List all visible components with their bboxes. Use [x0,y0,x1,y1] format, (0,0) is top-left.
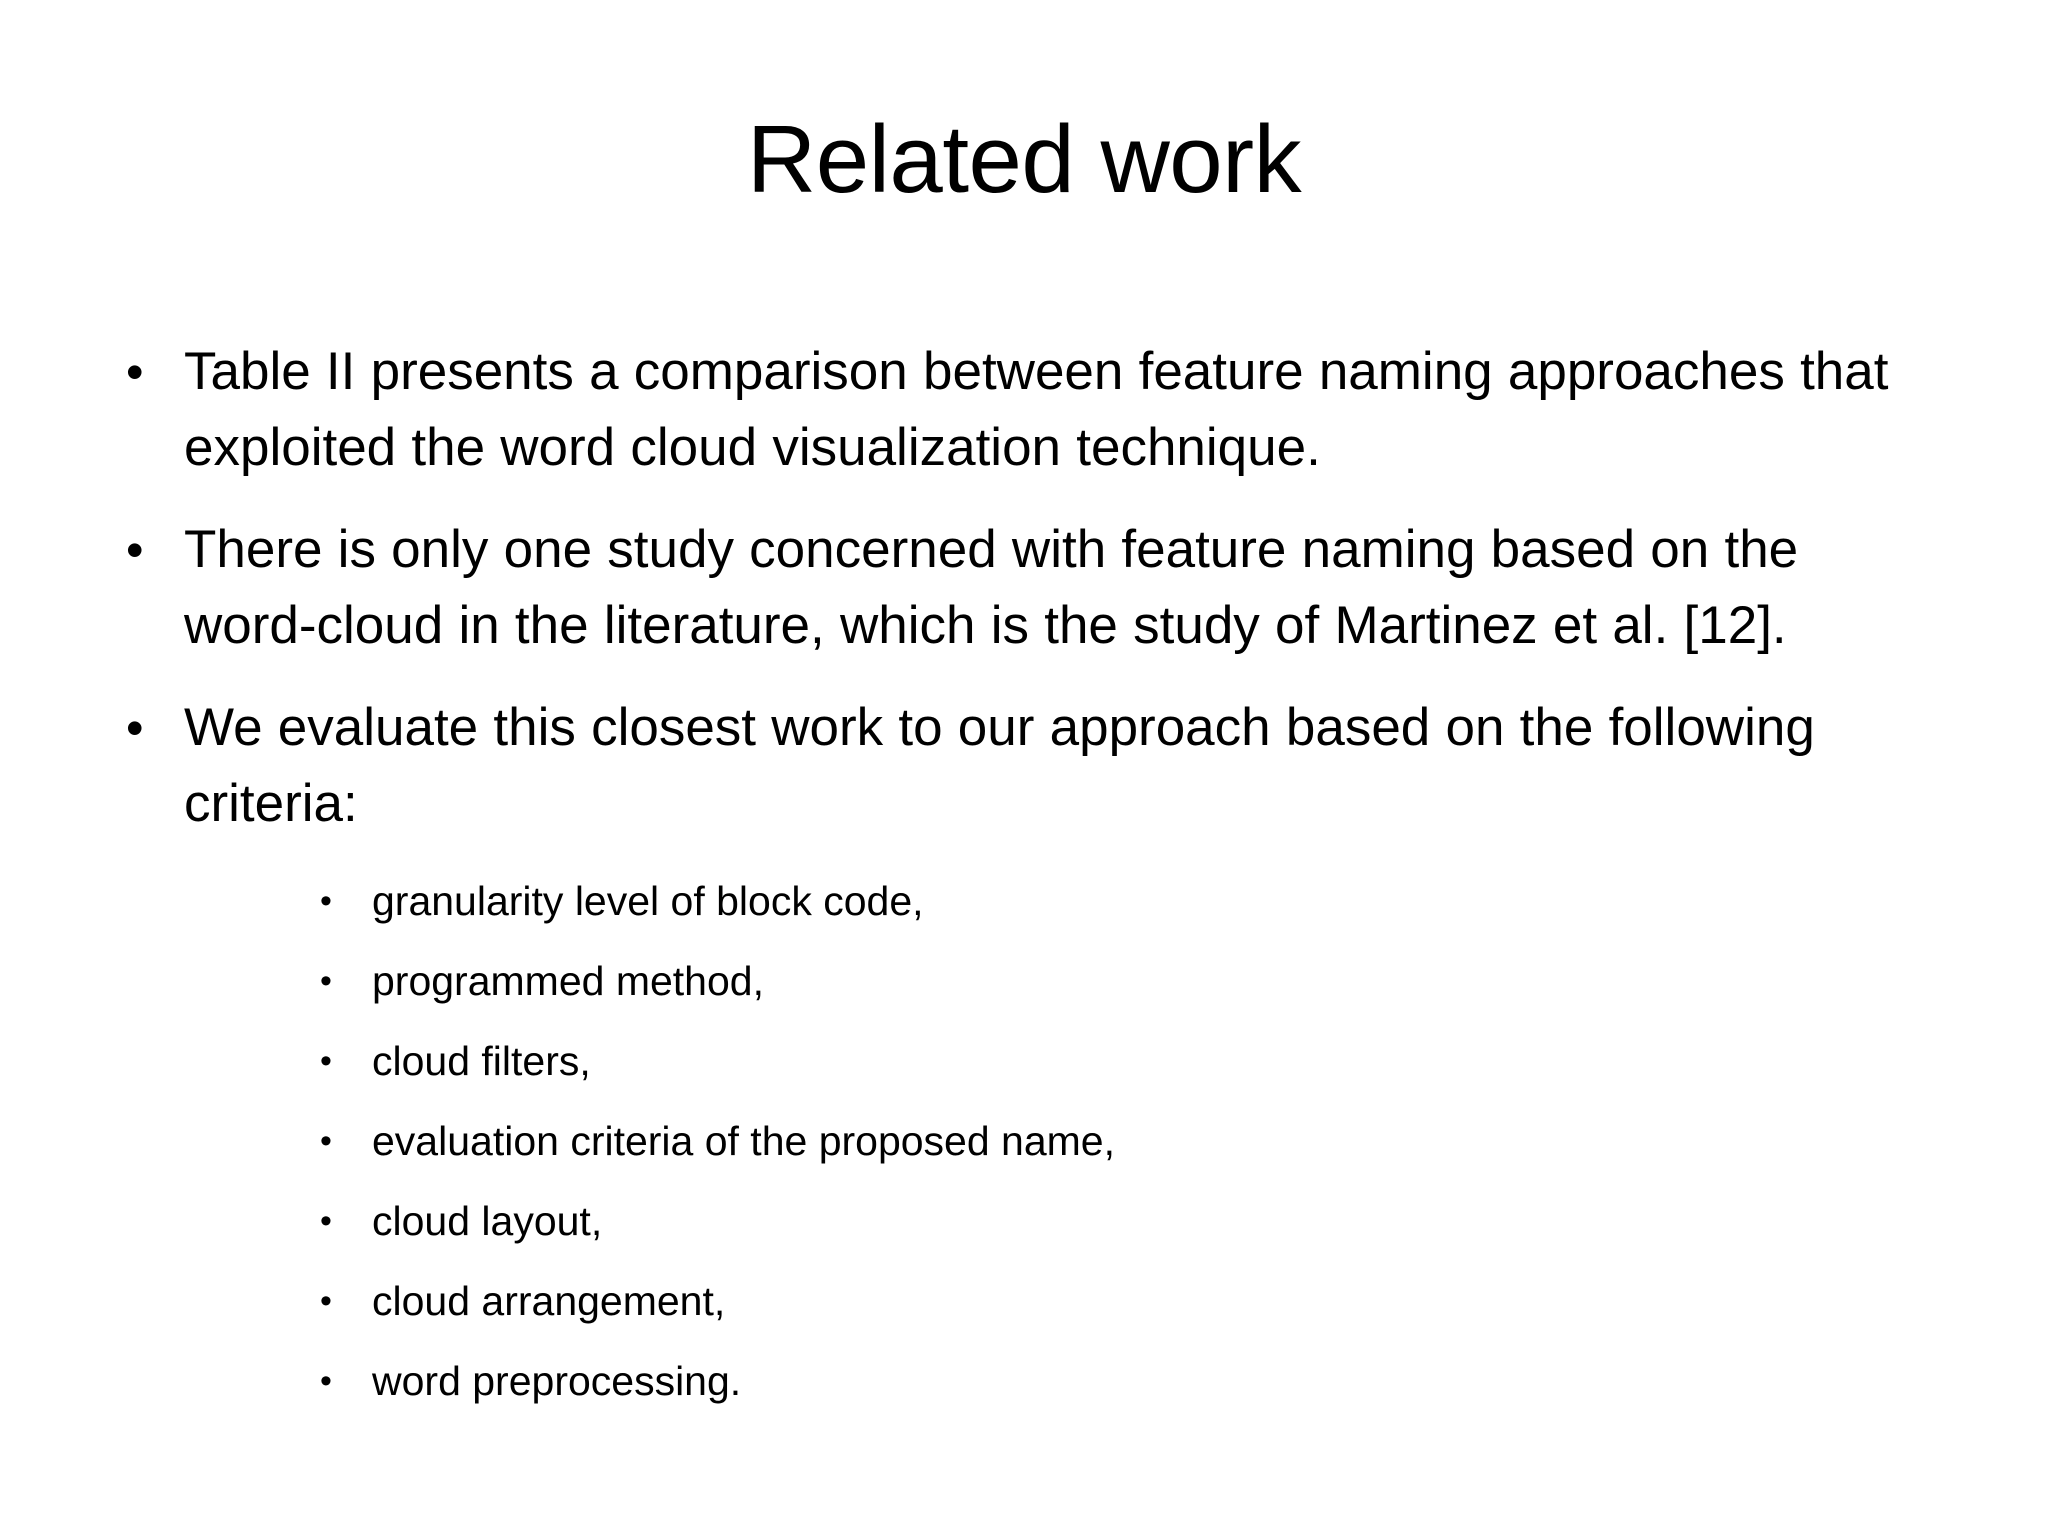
bullet-point-icon: • [126,522,144,578]
bullet-point-icon: • [320,1122,332,1160]
bullet-text: We evaluate this closest work to our app… [184,698,1815,833]
bullet-item: • Table II presents a comparison between… [110,334,1970,486]
bullet-text: There is only one study concerned with f… [184,520,1799,655]
sub-bullet-item: • cloud arrangement, [320,1268,1970,1334]
sub-bullet-item: • word preprocessing. [320,1348,1970,1414]
bullet-point-icon: • [320,1362,332,1400]
sub-bullet-item: • granularity level of block code, [320,868,1970,934]
bullet-point-icon: • [320,1282,332,1320]
sub-bullet-text: cloud arrangement, [372,1278,726,1324]
bullet-item: • We evaluate this closest work to our a… [110,690,1970,842]
sub-bullet-text: word preprocessing. [372,1358,742,1404]
bullet-point-icon: • [126,344,144,400]
bullet-point-icon: • [320,1202,332,1240]
sub-bullet-list: • granularity level of block code, • pro… [110,868,1970,1414]
sub-bullet-text: programmed method, [372,958,764,1004]
sub-bullet-text: cloud filters, [372,1038,591,1084]
sub-bullet-text: cloud layout, [372,1198,603,1244]
sub-bullet-text: granularity level of block code, [372,878,924,924]
sub-bullet-item: • cloud filters, [320,1028,1970,1094]
sub-bullet-item: • evaluation criteria of the proposed na… [320,1108,1970,1174]
bullet-text: Table II presents a comparison between f… [184,342,1889,477]
sub-bullet-item: • programmed method, [320,948,1970,1014]
bullet-point-icon: • [320,962,332,1000]
bullet-point-icon: • [126,700,144,756]
sub-bullet-text: evaluation criteria of the proposed name… [372,1118,1116,1164]
sub-bullet-item: • cloud layout, [320,1188,1970,1254]
page-title: Related work [746,106,1302,213]
bullet-point-icon: • [320,882,332,920]
slide-body-content: • Table II presents a comparison between… [110,334,1970,1428]
bullet-item: • There is only one study concerned with… [110,512,1970,664]
bullet-point-icon: • [320,1042,332,1080]
